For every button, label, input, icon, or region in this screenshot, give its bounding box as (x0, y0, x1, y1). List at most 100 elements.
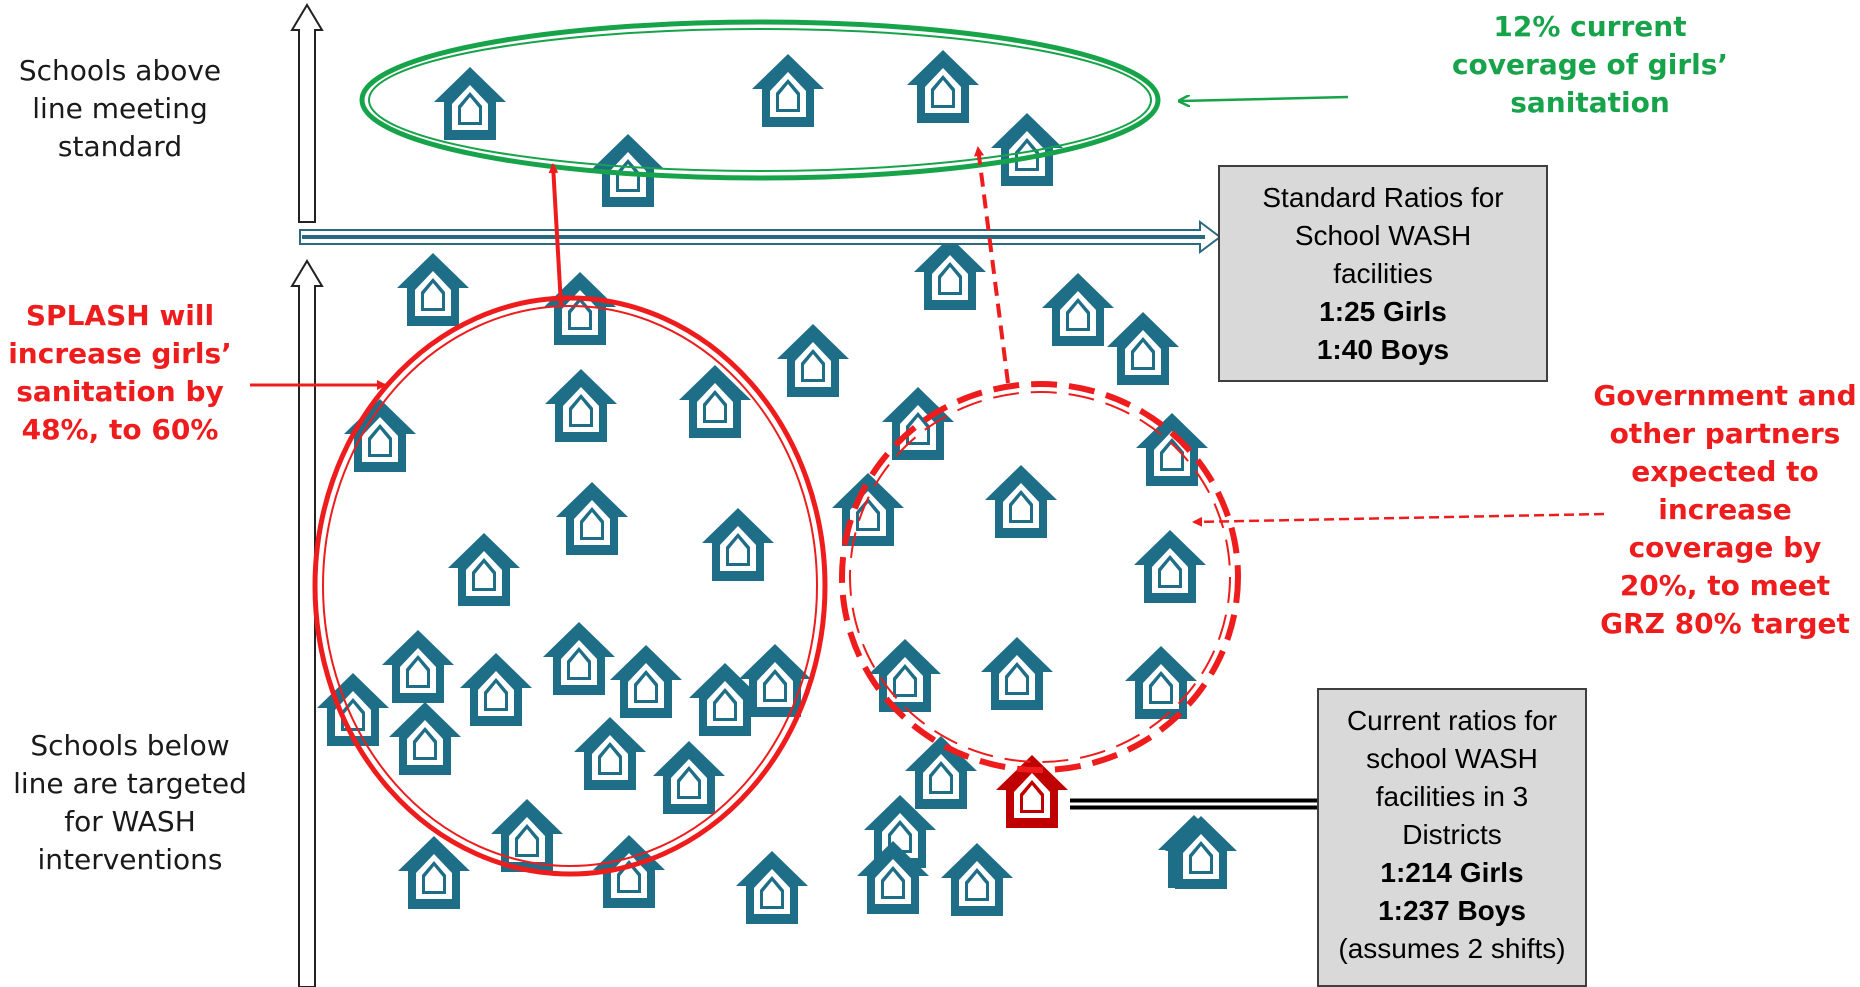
house-window-glass (896, 669, 914, 694)
school-house-icon (739, 644, 811, 717)
house-window-glass (1152, 676, 1170, 701)
current-box-note: (assumes 2 shifts) (1338, 933, 1566, 964)
standard-girls-ratio: 1:25 Girls (1319, 296, 1447, 327)
schools-above-label: Schools above line meeting standard (18, 54, 222, 163)
current-boys-ratio: 1:237 Boys (1378, 895, 1526, 926)
school-house-icon (398, 836, 470, 909)
government-label: Government and other partners expected t… (1593, 379, 1857, 640)
school-house-icon (397, 253, 469, 326)
schools-below-label: Schools below line are targeted for WASH… (13, 729, 247, 876)
school-house-icon (1136, 413, 1208, 486)
school-houses (317, 50, 1237, 924)
house-window-glass (1161, 560, 1179, 585)
current-girls-ratio: 1:214 Girls (1380, 857, 1524, 888)
standard-box-line: School WASH (1294, 220, 1472, 251)
house-window-glass (934, 80, 952, 105)
current-box-line: facilities in 3 (1375, 781, 1529, 812)
house-window-glass (941, 267, 959, 292)
house-window-glass (416, 732, 434, 757)
school-house-icon (1042, 273, 1114, 346)
school-house-icon (777, 324, 849, 397)
school-house-icon (857, 841, 929, 914)
current-box-line: Current ratios for (1346, 705, 1558, 736)
school-house-icon (382, 630, 454, 703)
school-house-icon (434, 67, 506, 140)
house-window-glass (601, 747, 619, 772)
school-house-icon (752, 54, 824, 127)
house-window-glass (932, 766, 950, 791)
house-window-glass (583, 512, 601, 537)
school-house-icon (389, 702, 461, 775)
house-window-glass (425, 866, 443, 891)
house-window-glass (570, 652, 588, 677)
school-house-icon (1107, 312, 1179, 385)
house-window-glass (409, 660, 427, 685)
house-window-glass (487, 683, 505, 708)
house-window-glass (461, 97, 479, 122)
house-window-glass (1192, 846, 1210, 871)
school-house-icon (907, 50, 979, 123)
school-house-icon (882, 387, 954, 460)
house-window-glass (518, 829, 536, 854)
house-window-glass (1023, 785, 1041, 810)
school-house-icon (914, 237, 986, 310)
house-window-glass (619, 164, 637, 189)
school-house-icon (702, 508, 774, 581)
school-house-icon (869, 639, 941, 712)
school-house-icon (543, 622, 615, 695)
standard-box-line: facilities (1333, 258, 1433, 289)
house-window-glass (968, 873, 986, 898)
school-house-icon (689, 663, 761, 736)
house-window-glass (763, 881, 781, 906)
splash-ellipse-outer (312, 295, 828, 877)
splash-up-arrow (548, 163, 563, 306)
school-house-icon (448, 533, 520, 606)
house-window-glass (804, 354, 822, 379)
above-vertical-arrow (290, 3, 324, 223)
coverage-ellipse-outer (359, 19, 1161, 181)
splash-ellipse-inner (322, 305, 818, 867)
house-window-glass (572, 399, 590, 424)
house-window-glass (475, 563, 493, 588)
house-window-glass (1134, 342, 1152, 367)
house-window-glass (1069, 303, 1087, 328)
school-house-icon (653, 741, 725, 814)
school-house-icon (981, 637, 1053, 710)
house-window-glass (620, 865, 638, 890)
government-up-arrow (974, 146, 1010, 384)
standard-box-line: Standard Ratios for (1262, 182, 1504, 213)
house-window-glass (716, 693, 734, 718)
coverage-ellipse-inner (368, 28, 1152, 172)
house-window-glass (1012, 495, 1030, 520)
house-window-glass (637, 675, 655, 700)
school-house-icon (1165, 816, 1237, 889)
government-circle-outer (839, 381, 1241, 773)
highlighted-school-house-icon (996, 755, 1068, 828)
school-house-icon (991, 113, 1063, 186)
house-window-glass (884, 871, 902, 896)
below-vertical-arrow (290, 259, 324, 987)
current-box-line: Districts (1402, 819, 1502, 850)
house-window-glass (571, 302, 589, 327)
school-house-icon (545, 369, 617, 442)
school-house-icon (574, 717, 646, 790)
school-house-icon (941, 843, 1013, 916)
house-window-glass (766, 674, 784, 699)
school-house-icon (985, 465, 1057, 538)
school-house-icon (679, 365, 751, 438)
school-house-icon (1125, 646, 1197, 719)
current-box-line: school WASH (1366, 743, 1538, 774)
standard-boys-ratio: 1:40 Boys (1316, 334, 1450, 365)
school-house-icon (832, 473, 904, 546)
government-pointer-arrow (1192, 512, 1605, 527)
standard-ratios-box: Standard Ratios for School WASH faciliti… (1218, 165, 1548, 382)
school-house-icon (556, 482, 628, 555)
house-window-glass (729, 538, 747, 563)
school-house-icon (864, 795, 936, 868)
school-house-icon (1134, 530, 1206, 603)
school-house-icon (491, 799, 563, 872)
government-circle-inner (849, 391, 1231, 763)
house-window-glass (1008, 667, 1026, 692)
school-house-icon (460, 653, 532, 726)
